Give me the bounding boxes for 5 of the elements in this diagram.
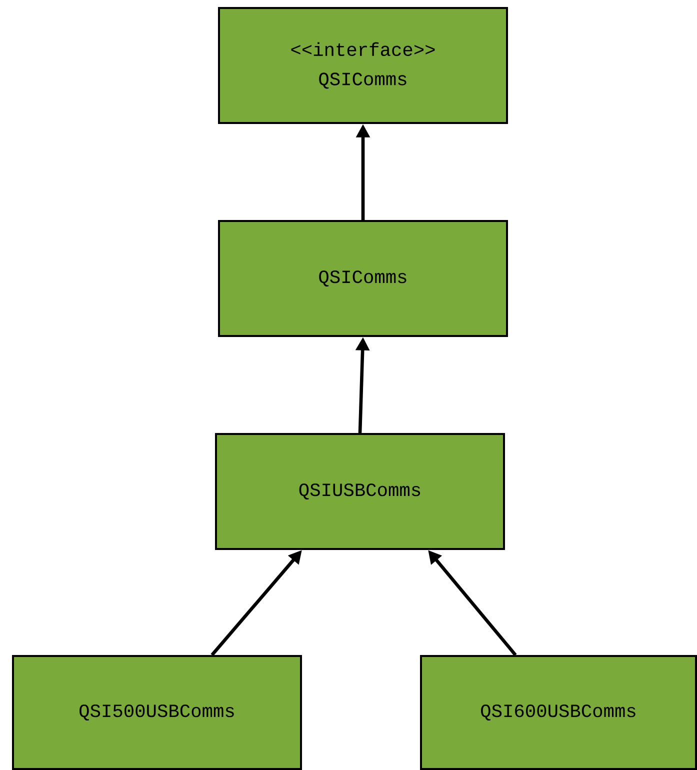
- class-box: QSI500USBComms: [12, 655, 302, 770]
- class-box: QSI600USBComms: [420, 655, 697, 770]
- class-box: <<interface>> QSIComms: [218, 7, 508, 124]
- class-box: QSIUSBComms: [215, 433, 505, 550]
- class-box: QSIComms: [218, 220, 508, 337]
